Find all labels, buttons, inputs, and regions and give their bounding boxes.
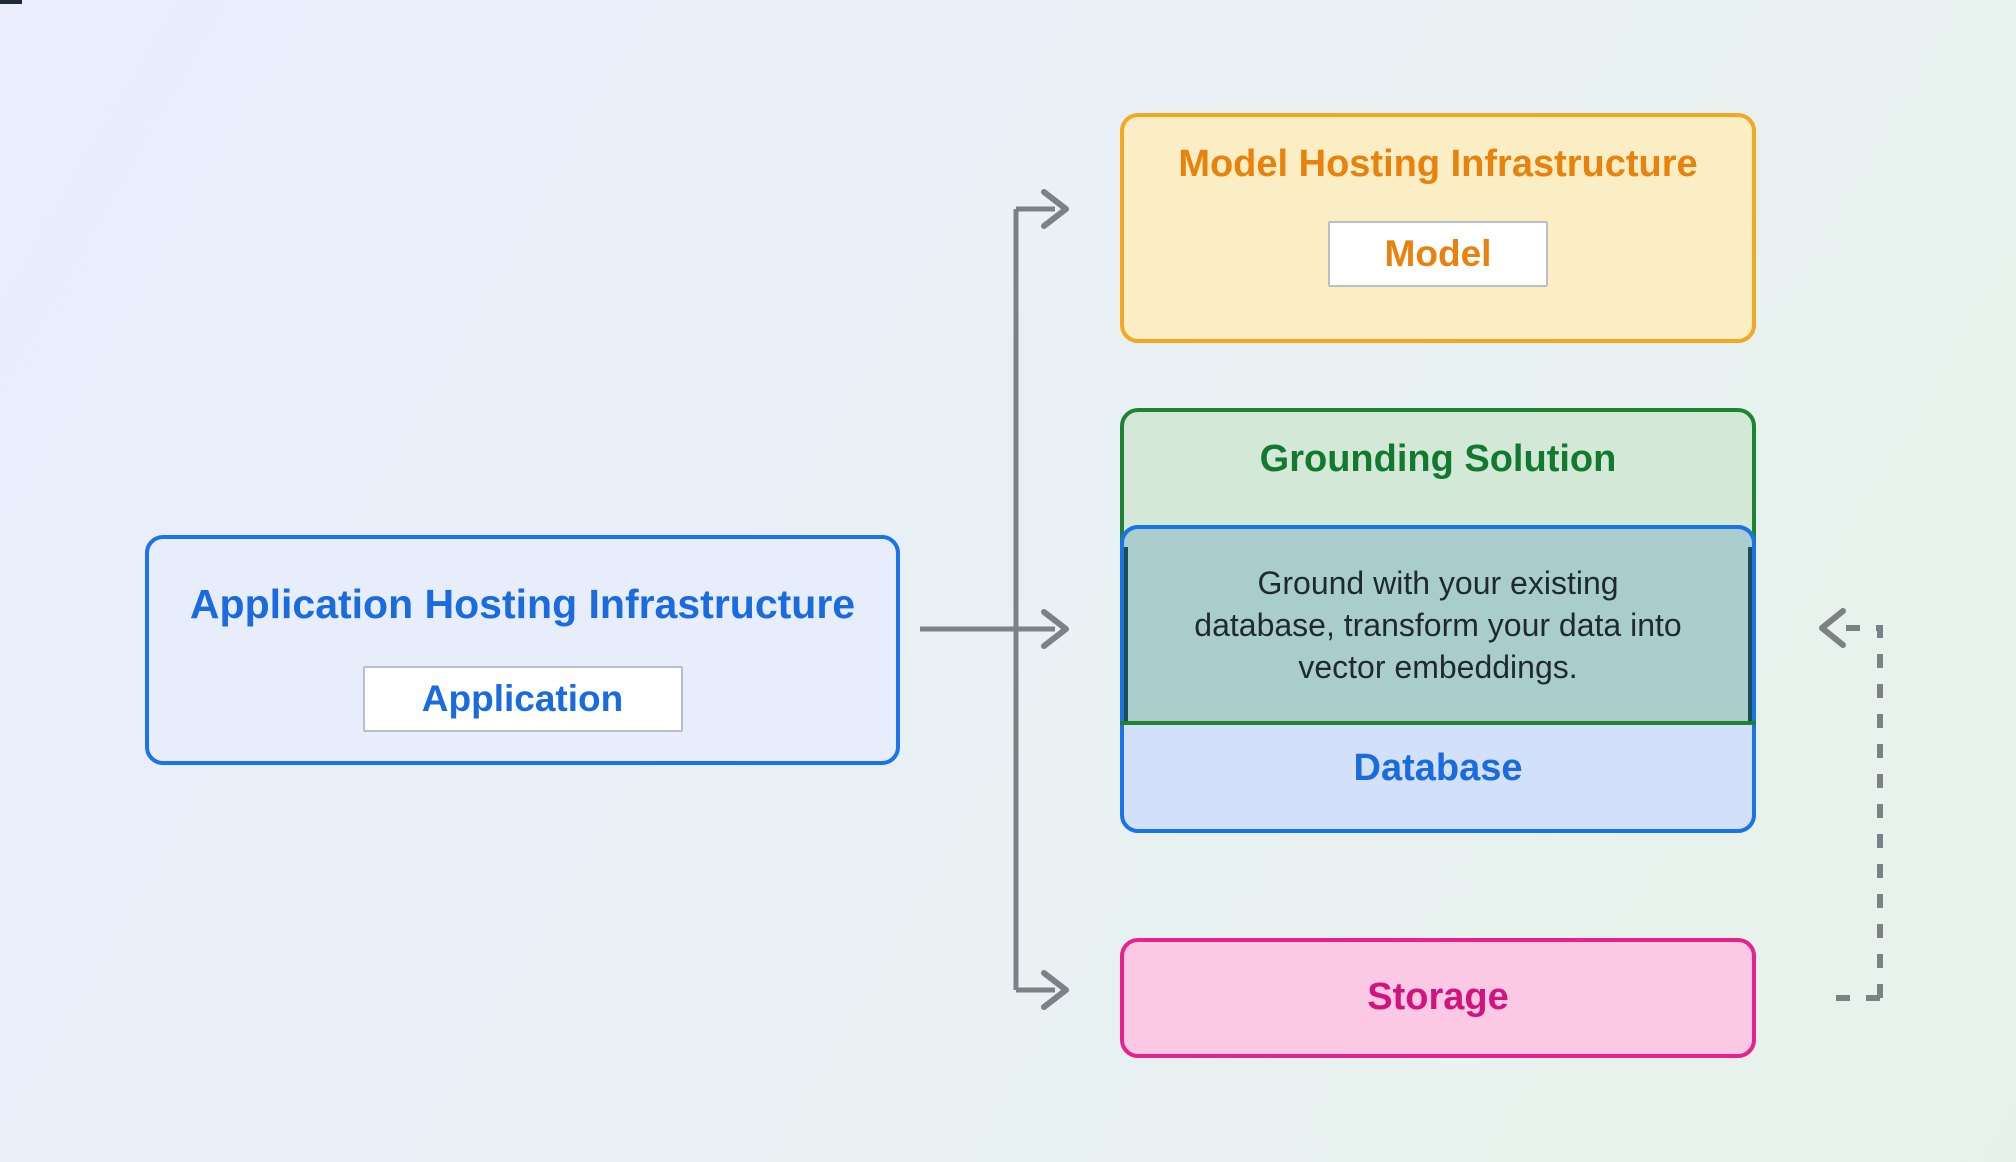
- chip-model[interactable]: Model: [1328, 220, 1548, 287]
- node-model-hosting-infrastructure[interactable]: Model Hosting Infrastructure Model: [1120, 113, 1756, 343]
- grounding-solution-description: Ground with your existing database, tran…: [1194, 564, 1682, 686]
- corner-artifact: [0, 0, 22, 4]
- node-application-hosting-infrastructure[interactable]: Application Hosting Infrastructure Appli…: [145, 535, 900, 765]
- connector-storage-to-grounding-dashed: [1843, 625, 1883, 998]
- arrowhead-storage-feedback-icon: [1819, 608, 1846, 648]
- database-title: Database: [1353, 747, 1523, 790]
- grounding-solution-title: Grounding Solution: [1259, 438, 1617, 480]
- application-hosting-infrastructure-title: Application Hosting Infrastructure: [189, 581, 856, 627]
- node-storage[interactable]: Storage: [1120, 938, 1756, 1058]
- storage-title: Storage: [1367, 976, 1509, 1019]
- grounding-database-overlap-region: Ground with your existing database, tran…: [1120, 525, 1756, 725]
- arrowhead-to-storage-icon: [1041, 970, 1069, 1010]
- chip-application[interactable]: Application: [362, 666, 683, 733]
- arrowhead-to-model-icon: [1041, 189, 1069, 229]
- arrowhead-to-grounding-icon: [1041, 609, 1069, 649]
- model-hosting-infrastructure-title: Model Hosting Infrastructure: [1178, 143, 1698, 185]
